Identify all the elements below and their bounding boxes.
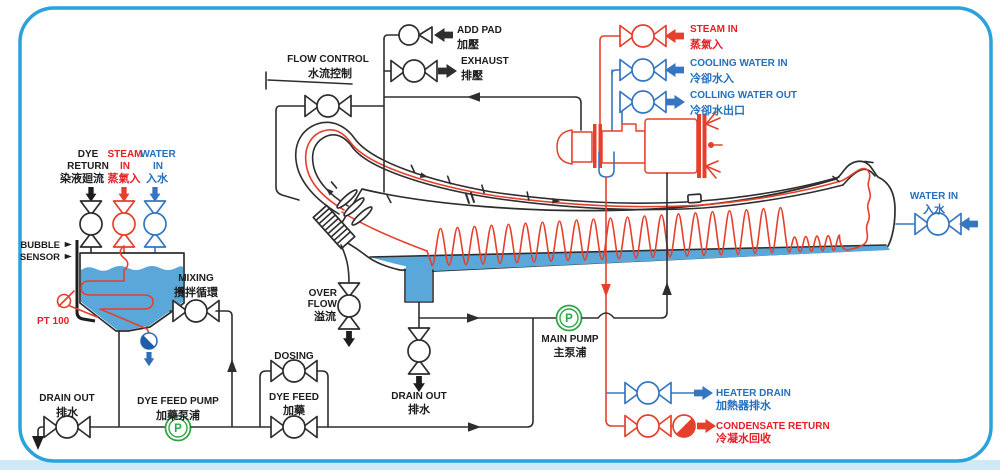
pressure-control-group: FLOW CONTROL 水流控制 ADD PAD 加壓 EXHAUST 排壓 <box>265 24 582 201</box>
drain-out-left-label-zh: 排水 <box>56 405 79 419</box>
dye-feed-pump-label-zh: 加藥泵浦 <box>155 408 200 422</box>
heat-exchanger <box>556 111 723 179</box>
dye-feed-label-zh: 加藥 <box>282 403 306 417</box>
spray-nozzle-icons <box>705 111 723 179</box>
flow-control-label-zh: 水流控制 <box>308 66 352 80</box>
steam-pipe <box>599 35 621 129</box>
water-in-left-label-zh: 入水 <box>146 171 169 185</box>
drain-out-mid-label: DRAIN OUT <box>391 391 447 402</box>
water-in-right-label-zh: 入水 <box>923 202 946 216</box>
water-in-left-label: WATER <box>140 149 176 160</box>
water-in-left-label2: IN <box>153 161 163 172</box>
jet-nozzle <box>312 189 373 250</box>
drain-out-left-label: DRAIN OUT <box>39 393 95 404</box>
heater-drain-group: HEATER DRAIN 加熱器排水 CONDENSATE RETURN 冷凝水… <box>606 381 830 445</box>
water-in-right-label: WATER IN <box>910 191 958 202</box>
main-pump-label: MAIN PUMP <box>541 334 599 345</box>
water-in-right-group: WATER IN 入水 <box>895 191 978 236</box>
heater-drain-label: HEATER DRAIN <box>716 388 791 399</box>
mixing-label: MIXING <box>178 273 214 284</box>
add-pad-label-zh: 加壓 <box>456 37 479 51</box>
steam-in-left-label2: IN <box>120 161 130 172</box>
pump-symbol: P <box>174 423 182 435</box>
vessel-liquid <box>370 245 890 271</box>
steam-trap <box>670 414 696 438</box>
steam-in-left-label: STEAM <box>108 149 143 160</box>
dye-feed-label: DYE FEED <box>269 392 319 403</box>
dye-return-label: DYE <box>78 149 99 160</box>
bubble-sensor-probe <box>75 240 96 323</box>
liquid-surface <box>369 244 887 258</box>
cooling-out-label-zh: 冷卻水出口 <box>690 103 745 117</box>
cooling-in-label-zh: 冷卻水入 <box>690 71 734 85</box>
add-pad-check-valve <box>398 24 433 46</box>
exhaust-label: EXHAUST <box>461 56 509 67</box>
heat-exchanger-group <box>556 35 723 427</box>
mixing-label-zh: 攪拌循環 <box>174 285 219 299</box>
fabric-rope-tube <box>304 128 872 251</box>
circulation-group: OVER FLOW 溢流 DRAIN OUT 排水 P MAIN PUMP 主泵… <box>308 172 672 416</box>
main-pump: P <box>555 304 583 332</box>
overflow-label: OVER <box>309 288 338 299</box>
hump-inner-arc <box>842 168 876 186</box>
exhaust-label-zh: 排壓 <box>461 68 483 82</box>
fabric-rope-to-plaits <box>341 211 428 252</box>
tube-coupling <box>687 193 703 204</box>
instrument-line <box>265 71 353 90</box>
overflow-label2: FLOW <box>308 299 338 310</box>
pump-symbol: P <box>565 313 573 325</box>
condensate-pipe <box>605 176 626 427</box>
pump-discharge-pipe <box>581 172 668 319</box>
bottom-strip <box>0 460 1000 470</box>
fabric-transport-tube <box>294 121 876 252</box>
flow-control-label: FLOW CONTROL <box>287 54 369 65</box>
dye-feed-pump: P <box>164 414 192 442</box>
dosing-label: DOSING <box>274 351 314 362</box>
pt100-sensor <box>56 290 98 318</box>
dye-return-label-zh: 染液廻流 <box>60 171 104 185</box>
steam-cooling-valves: STEAM IN 蒸氣入 COOLING WATER IN 冷卻水入 COLLI… <box>611 24 797 117</box>
tank-liquid <box>81 266 183 330</box>
dye-feed-line: DRAIN OUT 排水 P DYE FEED PUMP 加藥泵浦 DOSING… <box>32 317 534 450</box>
heater-drain-label-zh: 加熱器排水 <box>715 398 772 412</box>
dye-return-label2: RETURN <box>67 161 109 172</box>
mixing-tank-group: DYE RETURN 染液廻流 STEAM IN 蒸氣入 WATER IN 入水… <box>20 149 237 427</box>
tank-drain-device <box>140 332 158 367</box>
pt100-label: PT 100 <box>37 316 70 327</box>
main-vessel <box>333 160 896 303</box>
fabric-rope-plaits <box>426 206 848 267</box>
steam-in-label-zh: 蒸氣入 <box>690 37 723 51</box>
drain-out-mid-label-zh: 排水 <box>408 402 431 416</box>
condensate-label: CONDENSATE RETURN <box>716 421 830 432</box>
steam-in-left-label-zh: 蒸氣入 <box>108 171 141 185</box>
condensate-label-zh: 冷凝水回收 <box>716 431 771 445</box>
dye-feed-pump-label: DYE FEED PUMP <box>137 396 219 407</box>
drain-left-arrow <box>32 436 44 450</box>
main-pump-label-zh: 主泵浦 <box>554 345 587 359</box>
cooling-in-label: COOLING WATER IN <box>690 58 788 69</box>
bubble-sensor-label2: SENSOR <box>20 252 60 263</box>
overflow-label-zh: 溢流 <box>314 309 336 323</box>
tank-steam-coil <box>80 245 154 334</box>
tube-ticks <box>330 160 874 204</box>
add-pad-label: ADD PAD <box>457 25 502 36</box>
bubble-sensor-label: BUBBLE <box>20 240 60 251</box>
cooling-out-label: COLLING WATER OUT <box>690 90 797 101</box>
steam-in-label: STEAM IN <box>690 24 738 35</box>
